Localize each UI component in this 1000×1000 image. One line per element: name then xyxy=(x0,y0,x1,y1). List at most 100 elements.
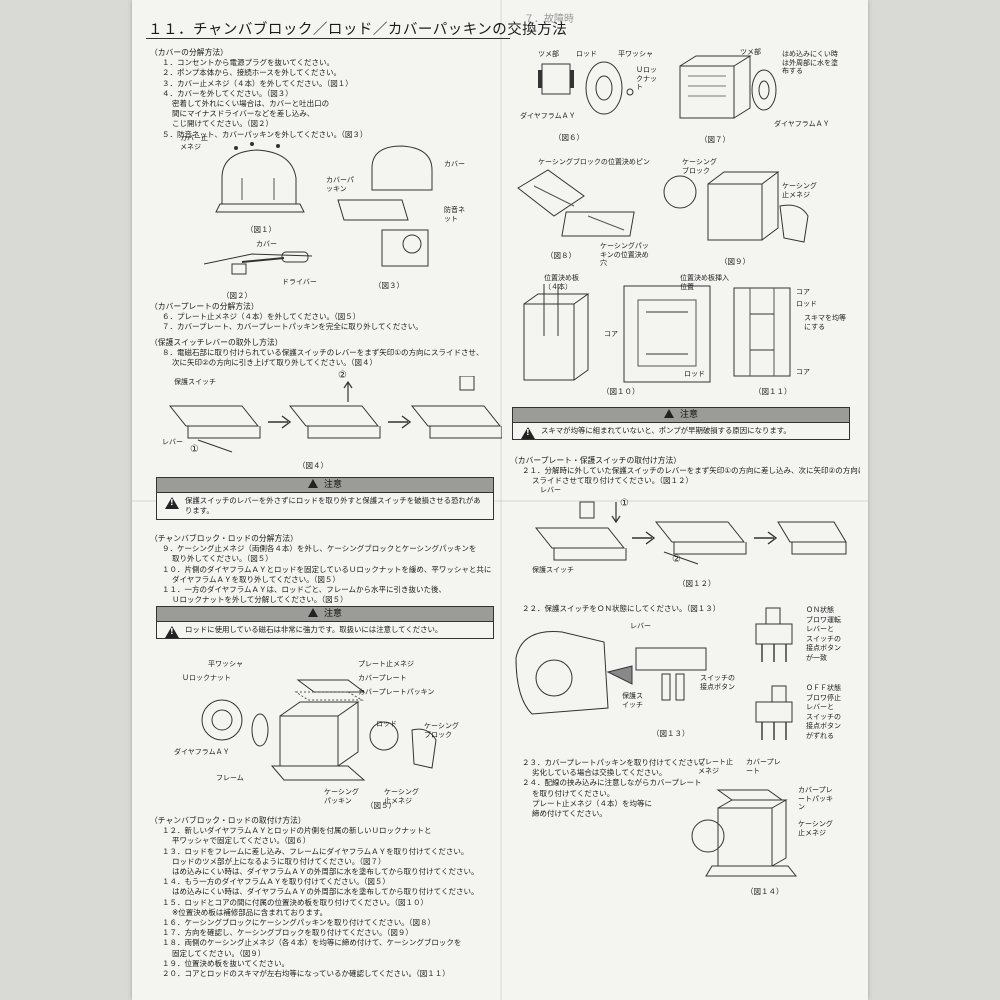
cover-disassembly-section: （カバーの分解方法） １．コンセントから電源プラグを抜いてください。 ２．ポンプ… xyxy=(150,48,510,140)
figure-13: レバー 保護スイッチ スイッチの接点ボタン （図１３） xyxy=(512,618,735,738)
casing-block-install-drawing xyxy=(663,171,809,243)
switch-on-drawing xyxy=(755,607,793,662)
label-claw: ツメ部 xyxy=(538,50,559,58)
caution-box-2: 注意 ロッドに使用している磁石は非常に強力です。取扱いには注意してください。 xyxy=(156,606,494,639)
switch-on-state: ＯＮ状態ブロワ運転レバーとスイッチの接点ボタンが一致 xyxy=(752,606,841,666)
page-title: １１．チャンバブロック／ロッド／カバーパッキンの交換方法 xyxy=(148,22,568,38)
warning-icon xyxy=(165,626,179,638)
arrow-number-1: ① xyxy=(190,444,199,455)
figure-9-caption: （図９） xyxy=(720,257,750,266)
label-cover-packing: カバーパッキン xyxy=(326,176,354,193)
label-diaphragm-ay: ダイヤフラムＡＹ xyxy=(174,748,230,756)
warning-icon xyxy=(165,497,179,509)
label-casing-screw: ケーシング止メネジ xyxy=(782,182,817,199)
figure-8-caption: （図８） xyxy=(546,251,576,260)
step-line: ２０．コアとロッドのスキマが左右均等になっているか確認してください。（図１１） xyxy=(162,969,450,979)
diaphragm-install-drawing xyxy=(679,55,777,119)
label-cover-screw: カバー止メネジ xyxy=(180,134,208,151)
label-cover-plate-packing: カバープレートパッキン xyxy=(798,786,833,811)
step-line: １１．一方のダイヤフラムＡＹは、ロッドごと、フレームから水平に引き抜いた後、 xyxy=(162,585,447,595)
label-casing-screw: ケーシング止メネジ xyxy=(798,820,833,837)
step-line: ８．電磁石部に取り付けられている保護スイッチのレバーをまず矢印①の方向にスライド… xyxy=(162,348,484,358)
switch-lever-steps-drawing xyxy=(168,376,502,453)
cover-plate-disassembly-section: （カバープレートの分解方法） ６．プレート止メネジ（４本）を外してください。（図… xyxy=(150,302,510,333)
figure-11-caption: （図１１） xyxy=(754,387,792,396)
caution-heading: 注意 xyxy=(157,478,493,493)
label-cover-plate-packing: カバープレートパッキン xyxy=(358,688,435,696)
step-line: ５．防音ネット、カバーパッキンを外してください。（図３） xyxy=(162,129,368,139)
caution-box-3: 注意 スキマが均等に組まれていないと、ポンプが早期破損する原因になります。 xyxy=(512,407,850,440)
label-apply-water-note: はめ込みにくい時は外周部に水を塗布する xyxy=(782,50,838,75)
caution-box-1: 注意 保護スイッチのレバーを外さずにロッドを取り外すと保護スイッチを破損させる恐… xyxy=(156,477,494,520)
label-protection-switch: 保護スイッチ xyxy=(622,692,643,709)
step-line: ※位置決め板は補修部品に含まれております。 xyxy=(172,907,328,917)
label-plate-screw: プレート止メネジ xyxy=(698,758,733,775)
label-insertion-position: 位置決め板挿入位置 xyxy=(680,274,729,291)
section-heading: （チャンバブロック・ロッドの分解方法） xyxy=(150,534,298,543)
step-line: ３．カバー止メネジ（４本）を外してください。（図１） xyxy=(162,78,353,88)
step-line: 取り外してください。（図５） xyxy=(172,554,273,564)
chamber-disassembly-section: （チャンバブロック・ロッドの分解方法） ９．ケーシング止メネジ（両側各４本）を外… xyxy=(150,534,510,605)
warning-icon xyxy=(307,608,318,617)
step-line: ロッドのツメ部が上になるように取り付けてください。（図７） xyxy=(172,856,386,866)
label-casing-block: ケーシングブロック xyxy=(682,158,717,175)
step-line: ４．カバーを外してください。（図３） xyxy=(162,88,293,98)
core-rod-gap-drawing xyxy=(733,287,791,377)
step-line: ７．カバープレート、カバープレートパッキンを完全に取り外してください。 xyxy=(162,322,423,332)
on-state-text: ＯＮ状態ブロワ運転レバーとスイッチの接点ボタンが一致 xyxy=(806,606,841,662)
label-core-bottom: コア xyxy=(796,368,810,376)
figure-10: 位置決め板（４本） 位置決め板挿入位置 コア ロッド （図１０） xyxy=(514,274,729,396)
step-line: ダイヤフラムＡＹを取り外してください。（図５） xyxy=(172,574,340,584)
pump-cover-drawing xyxy=(215,142,305,213)
caution-body: ロッドに使用している磁石は非常に強力です。取扱いには注意してください。 xyxy=(157,622,493,638)
step-line: １７．方向を確認し、ケーシングブロックを取り付けてください。（図９） xyxy=(162,928,413,938)
switch-lever-removal-section: （保護スイッチレバーの取外し方法） ８．電磁石部に取り付けられている保護スイッチ… xyxy=(150,338,510,369)
caution-heading: 注意 xyxy=(157,607,493,622)
figure-1: カバー止メネジ （図１） xyxy=(180,134,312,234)
step-line: Ｕロックナットを外して分解してください。（図５） xyxy=(172,595,348,605)
step-line: ２３．カバープレートパッキンを取り付けてください。（図１４） xyxy=(522,758,710,767)
step-line: ２１．分解時に外していた保護スイッチのレバーをまず矢印①の方向に差し込み、次に矢… xyxy=(522,466,860,476)
label-casing-packing: ケーシングパッキン xyxy=(324,788,359,805)
section-heading: （カバーの分解方法） xyxy=(150,48,228,57)
label-driver: ドライバー xyxy=(282,278,317,286)
step-line: １０．片側のダイヤフラムＡＹとロッドを固定しているＵロックナットを緩め、平ワッシ… xyxy=(162,564,492,574)
chamber-exploded-drawing xyxy=(201,679,437,781)
label-flat-washer: 平ワッシャ xyxy=(208,660,243,668)
label-cover: カバー xyxy=(256,240,277,248)
step-line: １．コンセントから電源プラグを抜いてください。 xyxy=(162,58,335,68)
steps-23-24: ２３．カバープレートパッキンを取り付けてください。（図１４） 劣化している場合は… xyxy=(510,758,710,819)
label-flat-washer: 平ワッシャ xyxy=(618,50,653,58)
step-line: １８．両側のケーシング止メネジ（各４本）を均等に締め付けて、ケーシングブロックを xyxy=(162,938,462,948)
figure-10-caption: （図１０） xyxy=(602,387,640,396)
positioning-plate-drawing xyxy=(523,284,711,383)
label-lever: レバー xyxy=(630,622,651,630)
figure-9: ケーシングブロック ケーシング止メネジ （図９） xyxy=(662,156,822,266)
label-lever: レバー xyxy=(162,438,183,446)
label-protection-switch: 保護スイッチ xyxy=(532,566,574,574)
step-line: はめ込みにくい時は、ダイヤフラムＡＹの外周部に水を塗布してから取り付けてください… xyxy=(172,887,479,897)
chamber-installation-section: （チャンバブロック・ロッドの取付け方法） １２．新しいダイヤフラムＡＹとロッドの… xyxy=(150,816,510,979)
label-cover: カバー xyxy=(444,160,465,168)
label-frame: フレーム xyxy=(216,774,244,782)
figure-11: コア ロッド スキマを均等にする コア （図１１） xyxy=(730,284,846,396)
warning-icon xyxy=(521,427,535,439)
section-heading: （チャンバブロック・ロッドの取付け方法） xyxy=(150,816,306,825)
figure-7: ツメ部 はめ込みにくい時は外周部に水を塗布する ダイヤフラムＡＹ （図７） xyxy=(670,46,838,144)
step-line: １６．ケーシングブロックにケーシングパッキンを取り付けてください。（図８） xyxy=(162,918,435,928)
step-line: ９．ケーシング止メネジ（両側各４本）を外し、ケーシングブロックとケーシングパッキ… xyxy=(162,544,477,554)
fold-line-horizontal xyxy=(132,500,868,502)
step-line: を取り付けてください。 xyxy=(532,788,615,798)
figure-14: プレート止メネジ カバープレート カバープレートパッキン ケーシング止メネジ （… xyxy=(688,758,833,896)
title-rule xyxy=(146,38,510,39)
label-u-lock-nut: Ｕロックナット xyxy=(636,66,657,91)
figure-5: 平ワッシャ Ｕロックナット プレート止メネジ カバープレート カバープレートパッ… xyxy=(174,660,459,810)
step-line: 密着して外れにくい場合は、カバーと吐出口の xyxy=(172,99,330,109)
figure-1-caption: （図１） xyxy=(246,225,276,234)
label-protection-switch: 保護スイッチ xyxy=(174,378,216,386)
step-22: ２２．保護スイッチをＯＮ状態にしてください。（図１３） xyxy=(510,604,860,614)
step-line: 固定してください。（図９） xyxy=(172,948,266,958)
label-rod: ロッド xyxy=(576,50,597,58)
figure-14-caption: （図１４） xyxy=(746,887,784,896)
label-u-lock-nut: Ｕロックナット xyxy=(182,674,231,682)
